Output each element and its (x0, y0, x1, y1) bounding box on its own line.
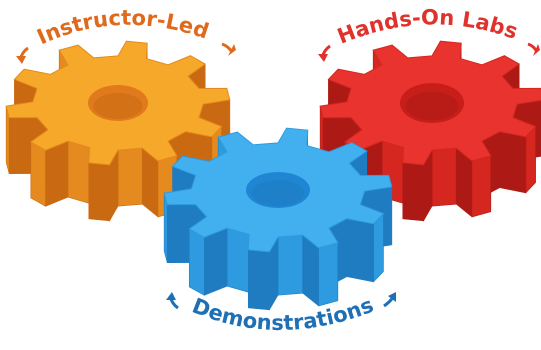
gear-side-face (88, 162, 110, 222)
gear-side-face (45, 140, 69, 207)
svg-text:Instructor-Led: Instructor-Led (33, 6, 211, 50)
label-demonstrations-text: Demonstrations (189, 293, 377, 335)
gear-side-face (67, 140, 90, 204)
svg-text:Hands-On Labs: Hands-On Labs (334, 5, 521, 48)
gear-side-face (373, 212, 384, 283)
arrowhead-icon (166, 292, 176, 300)
gear-instructor-led (5, 40, 231, 222)
gear-side-face (471, 155, 492, 218)
label-hands-on-labs: Hands-On Labs (318, 5, 540, 62)
gear-side-face (346, 218, 374, 283)
gear-side-face (402, 162, 424, 222)
arrow-right-icon (221, 42, 234, 53)
gear-side-face (117, 147, 143, 207)
svg-text:Demonstrations: Demonstrations (189, 293, 377, 335)
gear-side-face (431, 147, 457, 207)
label-hands-on-labs-text: Hands-On Labs (334, 5, 521, 48)
label-instructor-led-text: Instructor-Led (33, 6, 211, 50)
gear-side-face (499, 131, 527, 194)
gear-side-face (277, 234, 303, 296)
gear-side-face (188, 228, 205, 296)
gear-side-face (525, 125, 536, 194)
gear-side-face (30, 141, 46, 207)
label-demonstrations: Demonstrations (166, 292, 396, 335)
gear-demonstrations (163, 127, 393, 311)
arrowhead-icon (16, 56, 26, 64)
arrowhead-icon (388, 292, 396, 302)
gear-hub-shadow (251, 180, 305, 206)
gear-side-face (203, 227, 228, 296)
gear-side-face (247, 249, 270, 311)
gear-side-face (318, 242, 339, 307)
arrowhead-icon (533, 44, 540, 56)
arrowhead-icon (228, 44, 236, 56)
arrowhead-icon (318, 54, 328, 62)
gear-hub-shadow (405, 91, 459, 121)
gear-hub-shadow (93, 93, 143, 119)
gear-side-face (226, 227, 250, 293)
